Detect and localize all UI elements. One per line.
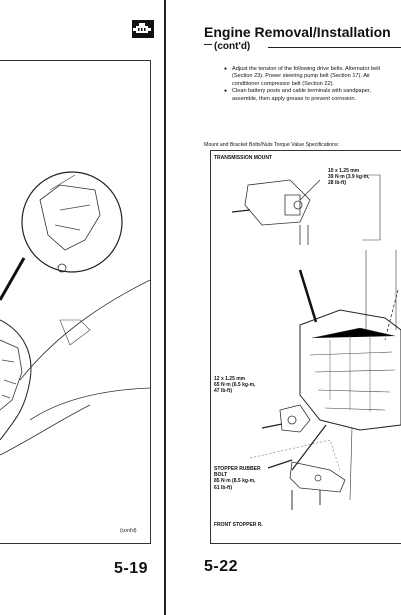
- stopper-bolt-label: STOPPER RUBBER BOLT 85 N·m (8.5 kg-m, 61…: [214, 466, 261, 491]
- right-page-number: 5-22: [204, 558, 239, 575]
- spec-mid-label: 12 x 1.25 mm 65 N·m (6.5 kg-m, 47 lb-ft): [214, 376, 256, 395]
- page-divider: [164, 0, 166, 615]
- front-stopper-label: FRONT STOPPER R.: [214, 522, 263, 528]
- left-cont-note: (cont'd): [120, 528, 137, 534]
- left-illustration-frame: [0, 60, 151, 544]
- left-page-number: 5-19: [114, 560, 149, 577]
- engine-icon: [132, 20, 154, 38]
- title-tick: [204, 44, 212, 45]
- right-illustration-frame: [210, 150, 401, 544]
- title-rule: [268, 47, 401, 48]
- spec-top-label: 10 x 1.25 mm 39 N·m (3.9 kg-m, 28 lb-ft): [328, 168, 370, 187]
- page-subtitle: (cont'd): [214, 41, 251, 52]
- instruction-list: Adjust the tension of the following driv…: [224, 66, 394, 103]
- transmission-mount-label: TRANSMISSION MOUNT: [214, 155, 273, 161]
- page-title: Engine Removal/Installation: [204, 24, 391, 40]
- torque-heading: Mount and Bracket Bolts/Nuts Torque Valu…: [204, 142, 340, 148]
- instruction-item: Adjust the tension of the following driv…: [224, 66, 394, 88]
- left-engine-illustration: [0, 171, 151, 456]
- instruction-item: Clean battery posts and cable terminals …: [224, 88, 394, 103]
